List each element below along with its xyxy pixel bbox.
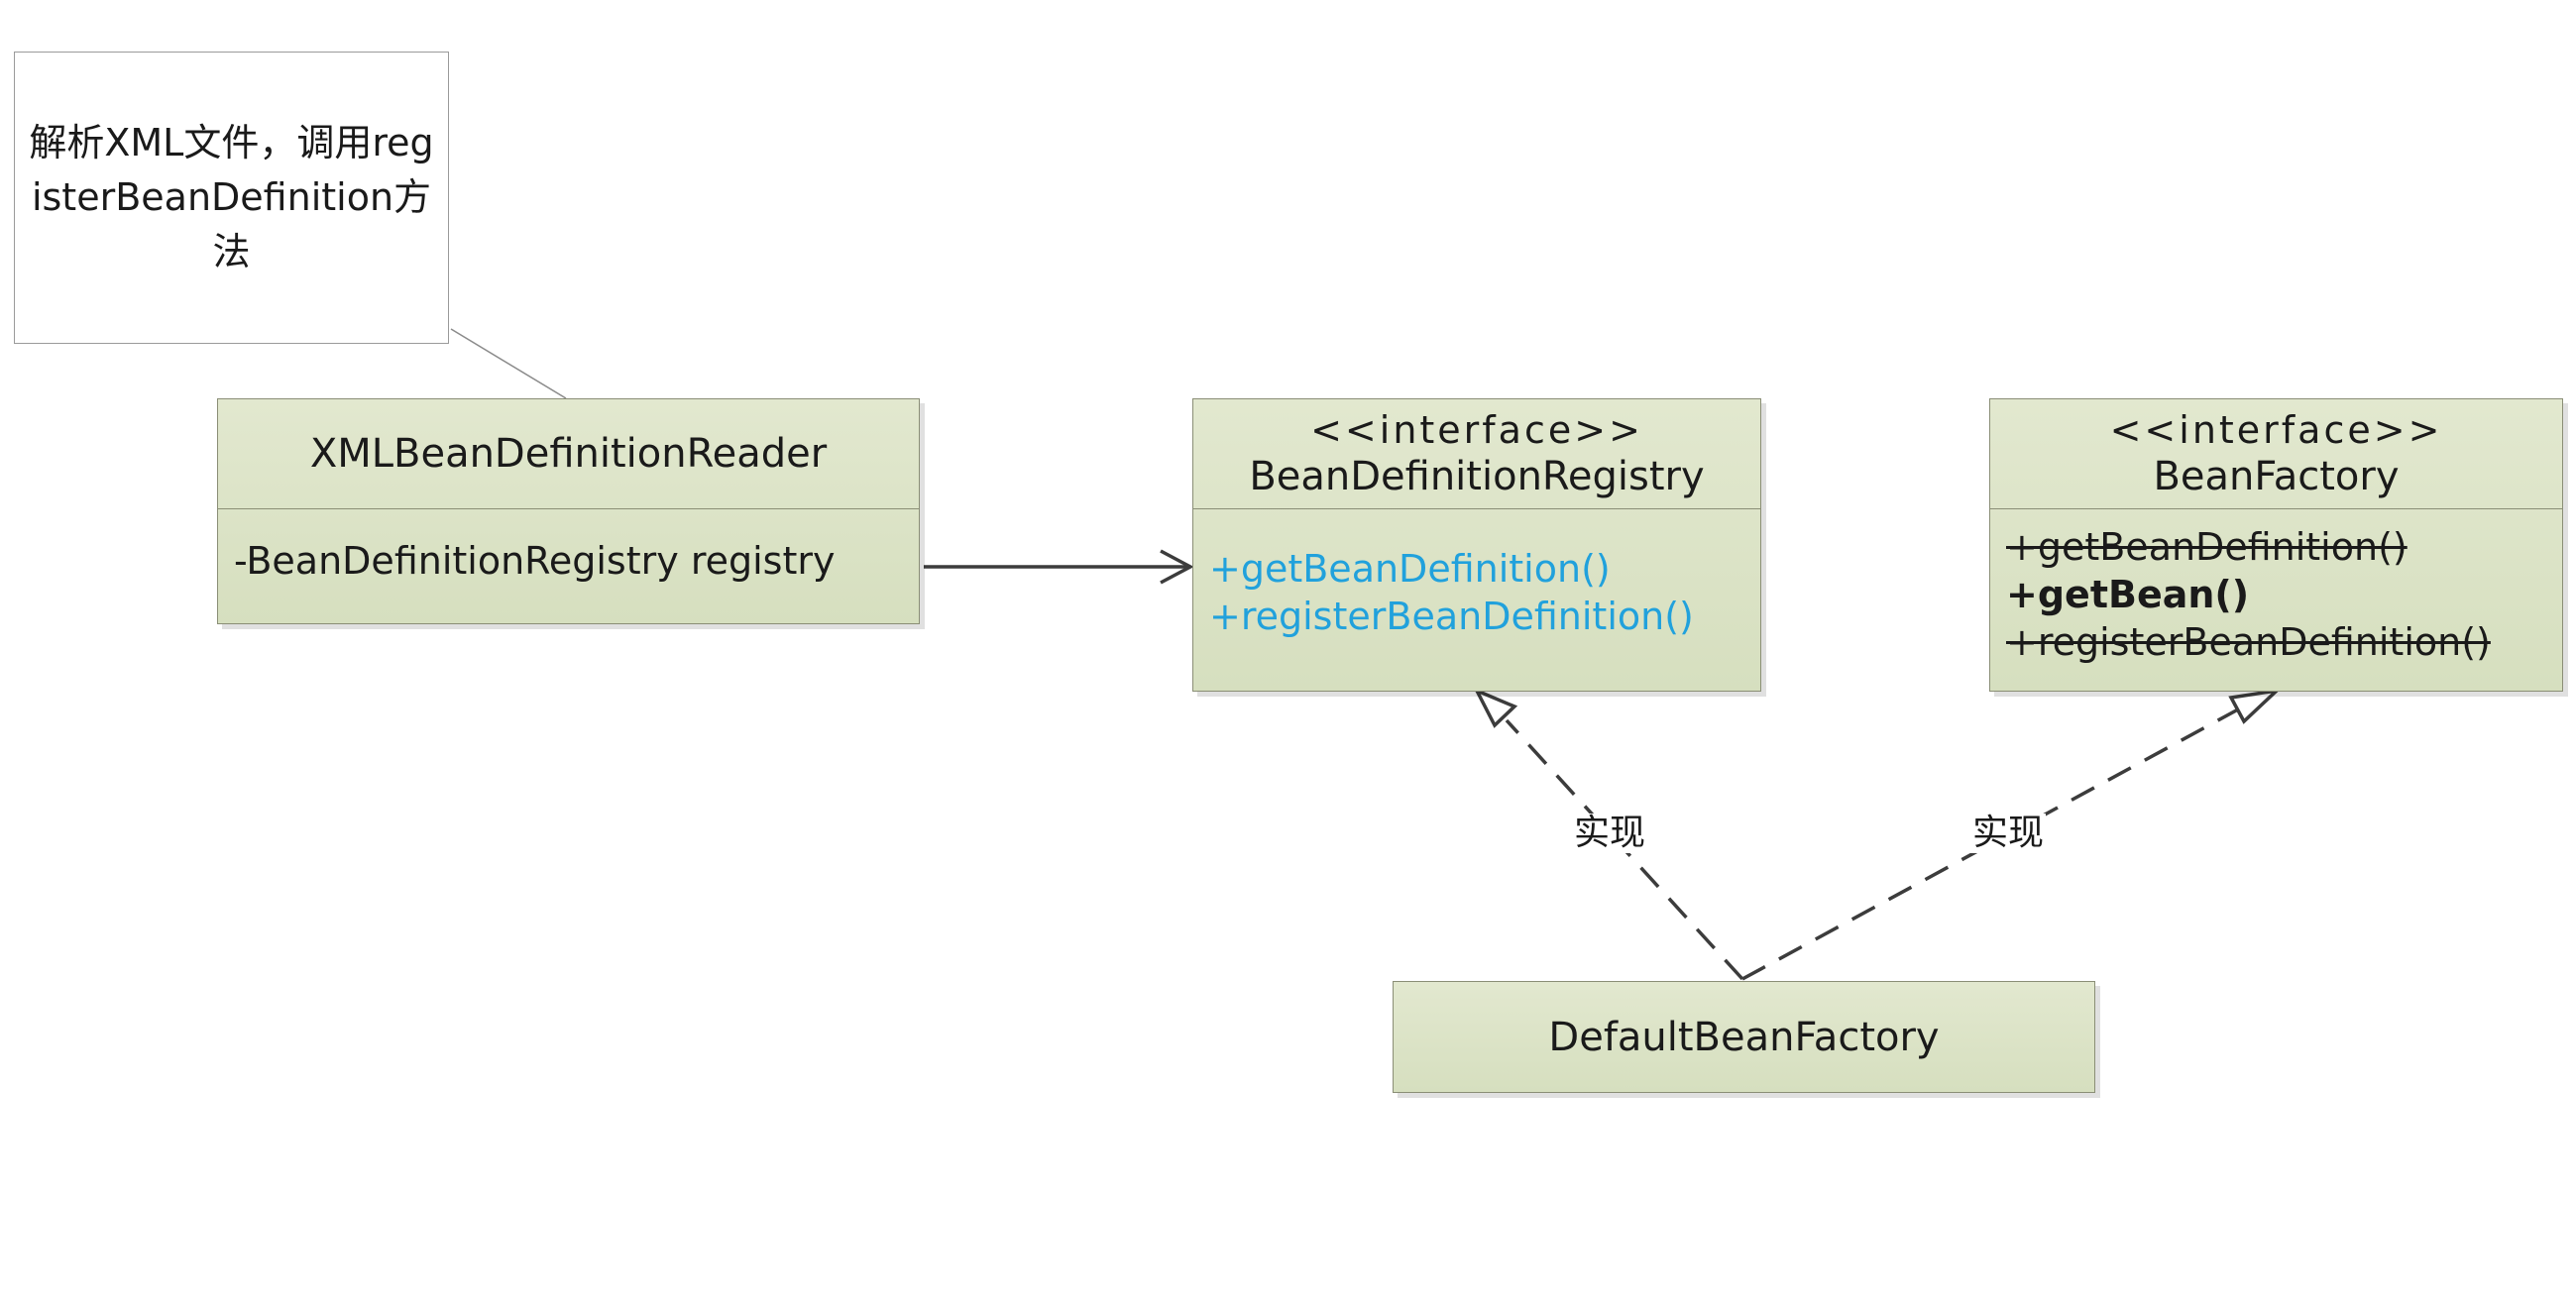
class-name: BeanDefinitionRegistry — [1249, 454, 1705, 499]
operation-getbean: +getBean() — [2006, 573, 2250, 616]
operation-getbeandefinition: +getBeanDefinition() — [1209, 547, 1611, 591]
operation-registerbeandefinition: +registerBeanDefinition() — [1209, 595, 1694, 638]
operation-getbeandefinition-struck: +getBeanDefinition() — [2006, 525, 2408, 569]
class-xmlbeandefinitionreader[interactable]: XMLBeanDefinitionReader -BeanDefinitionR… — [217, 398, 920, 624]
class-header: <<interface>> BeanFactory — [1990, 399, 2562, 509]
class-header: XMLBeanDefinitionReader — [218, 399, 919, 509]
class-attributes: -BeanDefinitionRegistry registry — [218, 509, 919, 585]
realization-label: 实现 — [1970, 813, 2047, 853]
class-name: DefaultBeanFactory — [1548, 1014, 1940, 1060]
note-text: 解析XML文件，调用registerBeanDefinition方法 — [29, 121, 434, 273]
class-operations: +getBeanDefinition() +registerBeanDefini… — [1193, 509, 1760, 640]
interface-beandefinitionregistry[interactable]: <<interface>> BeanDefinitionRegistry +ge… — [1192, 398, 1761, 692]
class-operations: +getBeanDefinition() +getBean() +registe… — [1990, 509, 2562, 666]
hollow-triangle-icon — [2228, 688, 2283, 724]
stereotype-label: <<interface>> — [1310, 408, 1643, 452]
class-name: BeanFactory — [2153, 454, 2400, 499]
attribute-registry: -BeanDefinitionRegistry registry — [234, 539, 836, 583]
realization-label: 实现 — [1572, 813, 1648, 853]
operation-registerbeandefinition-struck: +registerBeanDefinition() — [2006, 620, 2491, 664]
stereotype-label: <<interface>> — [2109, 408, 2443, 452]
class-name: XMLBeanDefinitionReader — [309, 431, 828, 477]
interface-beanfactory[interactable]: <<interface>> BeanFactory +getBeanDefini… — [1989, 398, 2563, 692]
association-arrow — [924, 549, 1194, 585]
note-box[interactable]: 解析XML文件，调用registerBeanDefinition方法 — [14, 52, 449, 344]
hollow-triangle-icon — [1473, 687, 1518, 728]
class-header: <<interface>> BeanDefinitionRegistry — [1193, 399, 1760, 509]
open-arrowhead-icon — [1160, 549, 1194, 585]
class-defaultbeanfactory[interactable]: DefaultBeanFactory — [1393, 981, 2095, 1093]
realization-edge-factory — [1741, 688, 2283, 981]
note-anchor-line — [450, 328, 567, 399]
